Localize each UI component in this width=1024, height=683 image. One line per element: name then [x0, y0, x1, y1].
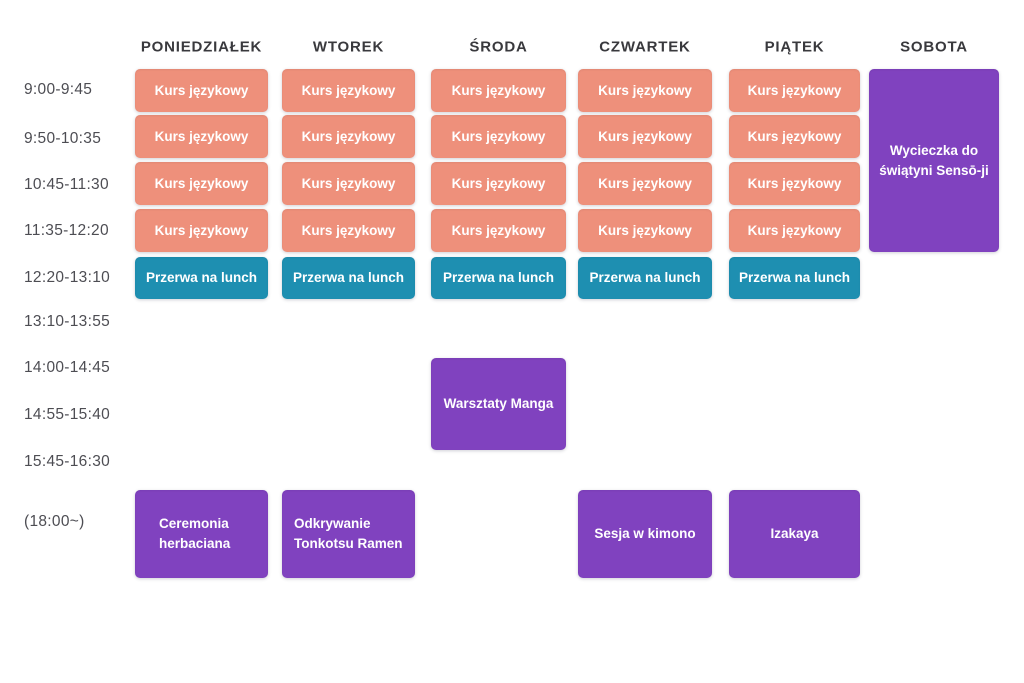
event-course: Kurs językowy — [729, 115, 860, 158]
time-slot-label: 14:00-14:45 — [24, 359, 111, 376]
event-course: Kurs językowy — [431, 115, 566, 158]
time-slot-label: 9:50-10:35 — [24, 130, 102, 147]
time-slot-label: 12:20-13:10 — [24, 269, 111, 286]
time-slot-label: 10:45-11:30 — [24, 176, 109, 193]
event-trip-sensoji: Wycieczka do świątyni Sensō-ji — [869, 69, 999, 252]
event-course: Kurs językowy — [578, 162, 712, 205]
event-izakaya: Izakaya — [729, 490, 860, 578]
event-tea-ceremony: Ceremonia herbaciana — [135, 490, 268, 578]
event-course: Kurs językowy — [135, 209, 268, 252]
event-course: Kurs językowy — [282, 69, 415, 112]
time-slot-label: 14:55-15:40 — [24, 406, 111, 423]
event-course: Kurs językowy — [578, 69, 712, 112]
time-slot-label: 13:10-13:55 — [24, 313, 111, 330]
event-course: Kurs językowy — [431, 69, 566, 112]
day-header: PIĄTEK — [764, 38, 825, 56]
event-lunch: Przerwa na lunch — [431, 257, 566, 299]
event-lunch: Przerwa na lunch — [135, 257, 268, 299]
time-slot-label: 11:35-12:20 — [24, 222, 109, 239]
day-header: CZWARTEK — [599, 38, 691, 56]
time-slot-label: 9:00-9:45 — [24, 81, 93, 98]
event-course: Kurs językowy — [431, 162, 566, 205]
day-header: ŚRODA — [469, 38, 528, 56]
time-slot-label: 15:45-16:30 — [24, 453, 111, 470]
event-kimono-session: Sesja w kimono — [578, 490, 712, 578]
event-course: Kurs językowy — [135, 69, 268, 112]
event-lunch: Przerwa na lunch — [282, 257, 415, 299]
event-course: Kurs językowy — [729, 209, 860, 252]
day-header: WTOREK — [312, 38, 385, 56]
event-course: Kurs językowy — [578, 209, 712, 252]
event-course: Kurs językowy — [135, 115, 268, 158]
day-header: PONIEDZIAŁEK — [140, 38, 263, 56]
event-lunch: Przerwa na lunch — [578, 257, 712, 299]
event-course: Kurs językowy — [282, 209, 415, 252]
event-course: Kurs językowy — [431, 209, 566, 252]
time-slot-label: (18:00~) — [24, 513, 85, 530]
event-course: Kurs językowy — [282, 162, 415, 205]
event-manga-workshop: Warsztaty Manga — [431, 358, 566, 450]
event-lunch: Przerwa na lunch — [729, 257, 860, 299]
day-header: SOBOTA — [900, 38, 968, 56]
event-ramen-discovery: Odkrywanie Tonkotsu Ramen — [282, 490, 415, 578]
event-course: Kurs językowy — [135, 162, 268, 205]
event-course: Kurs językowy — [729, 69, 860, 112]
event-course: Kurs językowy — [282, 115, 415, 158]
event-course: Kurs językowy — [729, 162, 860, 205]
event-course: Kurs językowy — [578, 115, 712, 158]
